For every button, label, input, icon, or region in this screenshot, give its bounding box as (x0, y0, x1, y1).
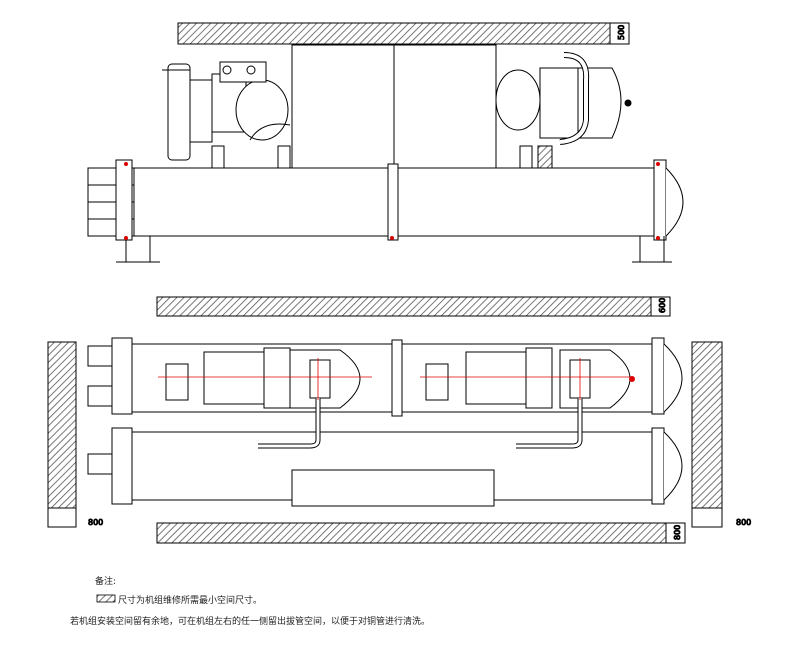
lower-shell (87, 427, 683, 507)
left-clearance-label: 800 (88, 518, 103, 527)
plan-view: 600 800 800 800 (47, 296, 752, 544)
bottom-clearance-label: 800 (673, 525, 682, 540)
control-panel (291, 469, 495, 507)
legend-text: 尺寸为机组维修所需最小空间尺寸。 (118, 596, 263, 606)
footnote-text: 若机组安装空间留有余地，可在机组左右的任一侧留出拔管空间，以便于对铜管进行清洗。 (70, 617, 431, 627)
top-clearance-zone (177, 22, 611, 45)
right-clearance-label: 800 (736, 518, 751, 527)
right-compressor (495, 52, 632, 171)
legend-hatch-swatch (96, 594, 116, 603)
left-clearance-zone (47, 341, 77, 509)
elevation-view: 500 (87, 22, 684, 263)
mid-clearance-label: 600 (658, 298, 667, 313)
top-clearance-label: 500 (617, 25, 626, 40)
right-clearance-zone (691, 341, 723, 509)
bottom-clearance-zone (156, 522, 667, 544)
mid-clearance-zone (156, 296, 652, 317)
notes-heading: 备注: (95, 577, 117, 587)
compressor-1-plan (165, 347, 361, 449)
main-shell (87, 159, 684, 263)
compressor-2-plan (425, 347, 635, 449)
left-compressor (162, 61, 291, 171)
